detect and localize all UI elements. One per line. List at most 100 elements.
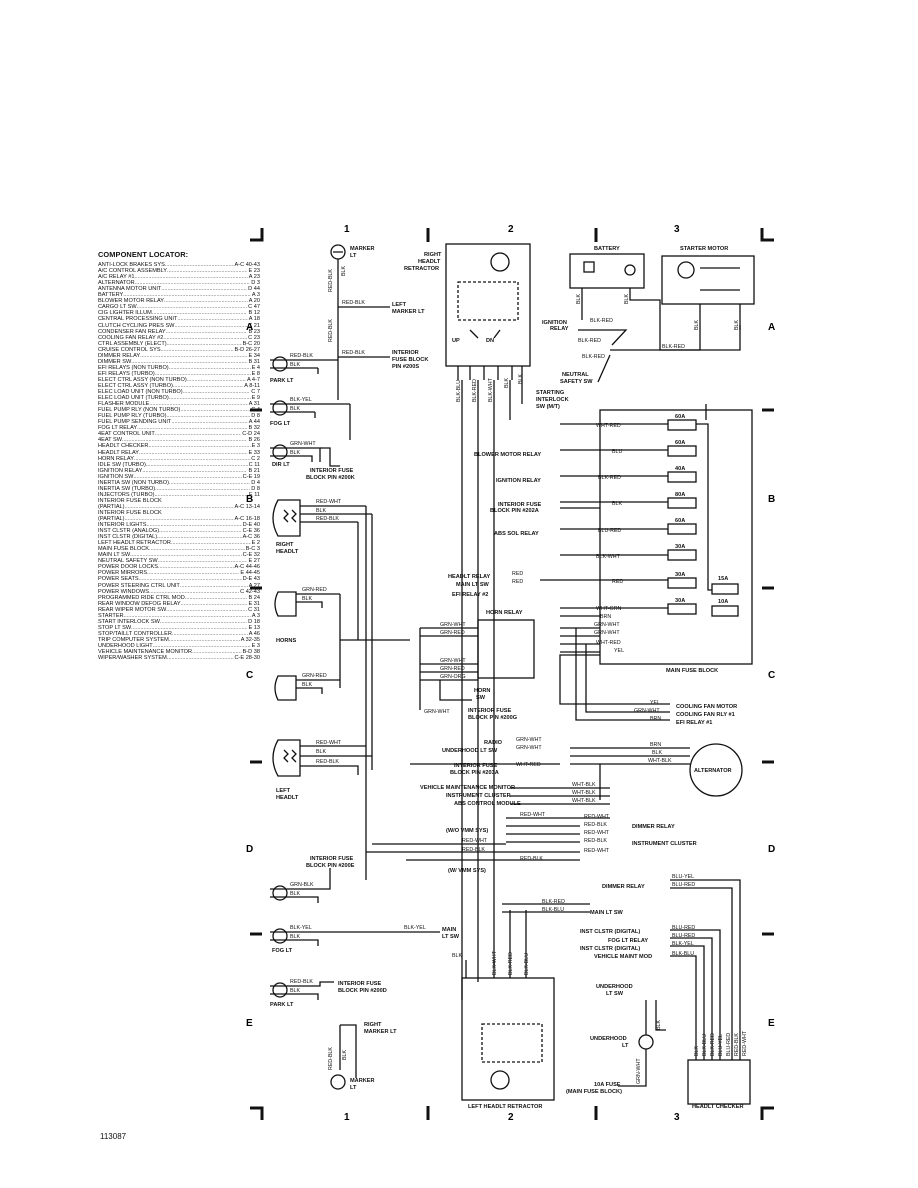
horns-group: [274, 591, 297, 701]
locator-grid-ref: A 20: [248, 298, 260, 305]
locator-row: HORN RELAYC 2: [98, 456, 260, 462]
grid-row-c-left: C: [246, 670, 253, 681]
locator-component-name: ALTERNATOR: [98, 280, 135, 287]
wire-wht-blk-2: WHT-BLK: [572, 782, 596, 788]
locator-grid-ref: C 47: [248, 304, 260, 311]
locator-row: ALTERNATORD 3: [98, 280, 260, 286]
label-left-marker-lt: LEFT: [392, 302, 407, 308]
wire-blk-13: BLK: [452, 953, 462, 959]
label-up: UP: [452, 338, 460, 344]
locator-component-name: EFI RELAYS (NON TURBO): [98, 364, 169, 371]
locator-component-name: POWER MIRRORS: [98, 570, 148, 577]
locator-grid-ref: A-C 36: [242, 534, 260, 541]
label-cooling-fan-rly-1: COOLING FAN RLY #1: [676, 712, 735, 718]
label-starting-interlock: STARTING: [536, 390, 564, 396]
right-retractor-box: [445, 243, 531, 367]
grid-labels: 1 2 3 1 2 3 A B C D E A B C D E: [246, 224, 775, 1123]
grid-row-b-left: B: [246, 494, 253, 505]
label-marker-lt-bottom-2: LT: [350, 1085, 357, 1091]
wire-red-blk-10: RED-BLK: [520, 856, 543, 862]
label-ignition-relay-top-2: RELAY: [550, 326, 569, 332]
locator-row: ANTI-LOCK BRAKES SYSA-C 40-43: [98, 262, 260, 268]
wire-red-blk-7: RED-BLK: [584, 822, 607, 828]
locator-row: CONDENSER FAN RELAYB 23: [98, 329, 260, 335]
wire-blk-v7: BLK: [734, 320, 740, 330]
wire-blk-red-4: BLK-RED: [578, 338, 601, 344]
label-ifb-200k-2: BLOCK PIN #200K: [306, 475, 355, 481]
locator-grid-ref: C 7: [251, 389, 260, 396]
grid-row-d-left: D: [246, 844, 253, 855]
wire-blu-1: BLU: [612, 449, 622, 455]
grid-col-1-bottom: 1: [344, 1112, 350, 1123]
label-right-retractor-2: HEADLT: [418, 259, 441, 265]
locator-grid-ref: E 11: [248, 491, 260, 498]
locator-row: INST CLSTR (DIGITAL)A-C 36: [98, 534, 260, 540]
component-locator-title: COMPONENT LOCATOR:: [98, 250, 189, 259]
label-vehicle-maint-mod: VEHICLE MAINT MOD: [594, 954, 652, 960]
locator-component-name: LEFT HEADLT RETRACTOR: [98, 540, 171, 547]
locator-row: CIG LIGHTER ILLUMB 12: [98, 310, 260, 316]
label-headlt-checker: HEADLT CHECKER: [692, 1104, 743, 1110]
locator-component-name: A/C RELAY #1: [98, 274, 135, 281]
wire-red-wht-7: RED-WHT: [462, 838, 488, 844]
locator-component-name: CARGO LT SW: [98, 304, 137, 311]
locator-component-name: IGNITION SW: [98, 473, 134, 480]
locator-row: 4EAT SWB 26: [98, 437, 260, 443]
label-fog-lt-top: FOG LT: [270, 421, 291, 427]
locator-component-name: IGNITION RELAY: [98, 467, 143, 474]
locator-row: REAR WIPER MOTOR SWC 31: [98, 607, 260, 613]
label-ifb-200d: INTERIOR FUSE: [338, 981, 381, 987]
locator-component-name: UNDERHOOD LIGHT: [98, 643, 153, 649]
wire-red-blk-v4: RED-BLK: [328, 1047, 334, 1070]
locator-component-name: ELEC LOAD UNIT (TURBO): [98, 395, 169, 402]
locator-grid-ref: B 12: [248, 310, 260, 317]
dir-lt-bottom-bulb: [272, 885, 288, 901]
locator-component-name: 4EAT SW: [98, 437, 123, 444]
locator-component-name: STOP/TAILLT CONTROLLER: [98, 630, 172, 637]
locator-grid-ref: B-D 26-27: [234, 346, 261, 353]
locator-component-name: FLASHER MODULE: [98, 401, 150, 408]
locator-component-name: INTERIOR FUSE BLOCK: [98, 509, 162, 516]
locator-grid-ref: C 11: [248, 461, 260, 468]
locator-component-name: STARTER: [98, 612, 124, 619]
wire-blk-yel-1: BLK-YEL: [290, 397, 312, 403]
label-left-headlt-2: HEADLT: [276, 795, 299, 801]
locator-row: BLOWER MOTOR RELAY A 20: [98, 298, 260, 304]
wire-brn-2: BRN: [650, 716, 661, 722]
wire-grn-red-3: GRN-RED: [440, 630, 465, 636]
locator-row: CRUISE CONTROL SYSB-D 26-27: [98, 347, 260, 353]
wire-blk-5: BLK: [302, 596, 312, 602]
wire-blk-yel-3: BLK-YEL: [404, 925, 426, 931]
label-instrument-cluster-b: INSTRUMENT CLUSTER: [632, 841, 697, 847]
label-dimmer-relay: DIMMER RELAY: [632, 824, 675, 830]
locator-component-name: MAIN FUSE BLOCK: [98, 546, 149, 553]
locator-grid-ref: C 23: [248, 334, 260, 341]
label-underhood-lt-sw-2b: LT SW: [606, 991, 624, 997]
locator-row: INERTIA SW (TURBO)D 8: [98, 486, 260, 492]
locator-component-name: CONDENSER FAN RELAY: [98, 328, 166, 335]
wire-labels: RED-BLK RED-BLK RED-BLK BLK BLK-YEL BLK …: [290, 266, 748, 1084]
wire-blk-blu-v1: BLK-BLU: [456, 380, 462, 402]
locator-grid-ref: A 4-7: [246, 376, 260, 383]
label-inst-clstr-digital-1: INST CLSTR (DIGITAL): [580, 929, 640, 935]
wire-blk-blu-2: BLK-BLU: [672, 951, 694, 957]
wire-grn-wht-5: GRN-WHT: [440, 658, 466, 664]
locator-component-name: STOP LT SW: [98, 624, 132, 631]
locator-row: CARGO LT SW C 47: [98, 304, 260, 310]
locator-grid-ref: A 8-11: [244, 382, 260, 389]
locator-grid-ref: C-D 24: [242, 431, 260, 438]
label-fog-lt-bottom: FOG LT: [272, 948, 293, 954]
locator-component-name: BLOWER MOTOR RELAY: [98, 298, 164, 305]
locator-row: DIMMER SWB 31: [98, 359, 260, 365]
locator-row: IGNITION RELAYB 21: [98, 468, 260, 474]
label-underhood-lt: UNDERHOOD: [590, 1036, 627, 1042]
locator-grid-ref: A 46: [248, 630, 260, 637]
grid-row-a-right: A: [768, 322, 775, 333]
locator-grid-ref: C-E 36: [242, 528, 260, 535]
locator-grid-ref: D 4: [251, 479, 260, 486]
grid-row-d-right: D: [768, 844, 775, 855]
frame-marks: [250, 228, 774, 1120]
wire-blu-red-4: BLU-RED: [672, 933, 695, 939]
locator-row: A/C CONTROL ASSEMBLYE 23: [98, 268, 260, 274]
label-right-marker-lt-2: MARKER LT: [364, 1029, 397, 1035]
